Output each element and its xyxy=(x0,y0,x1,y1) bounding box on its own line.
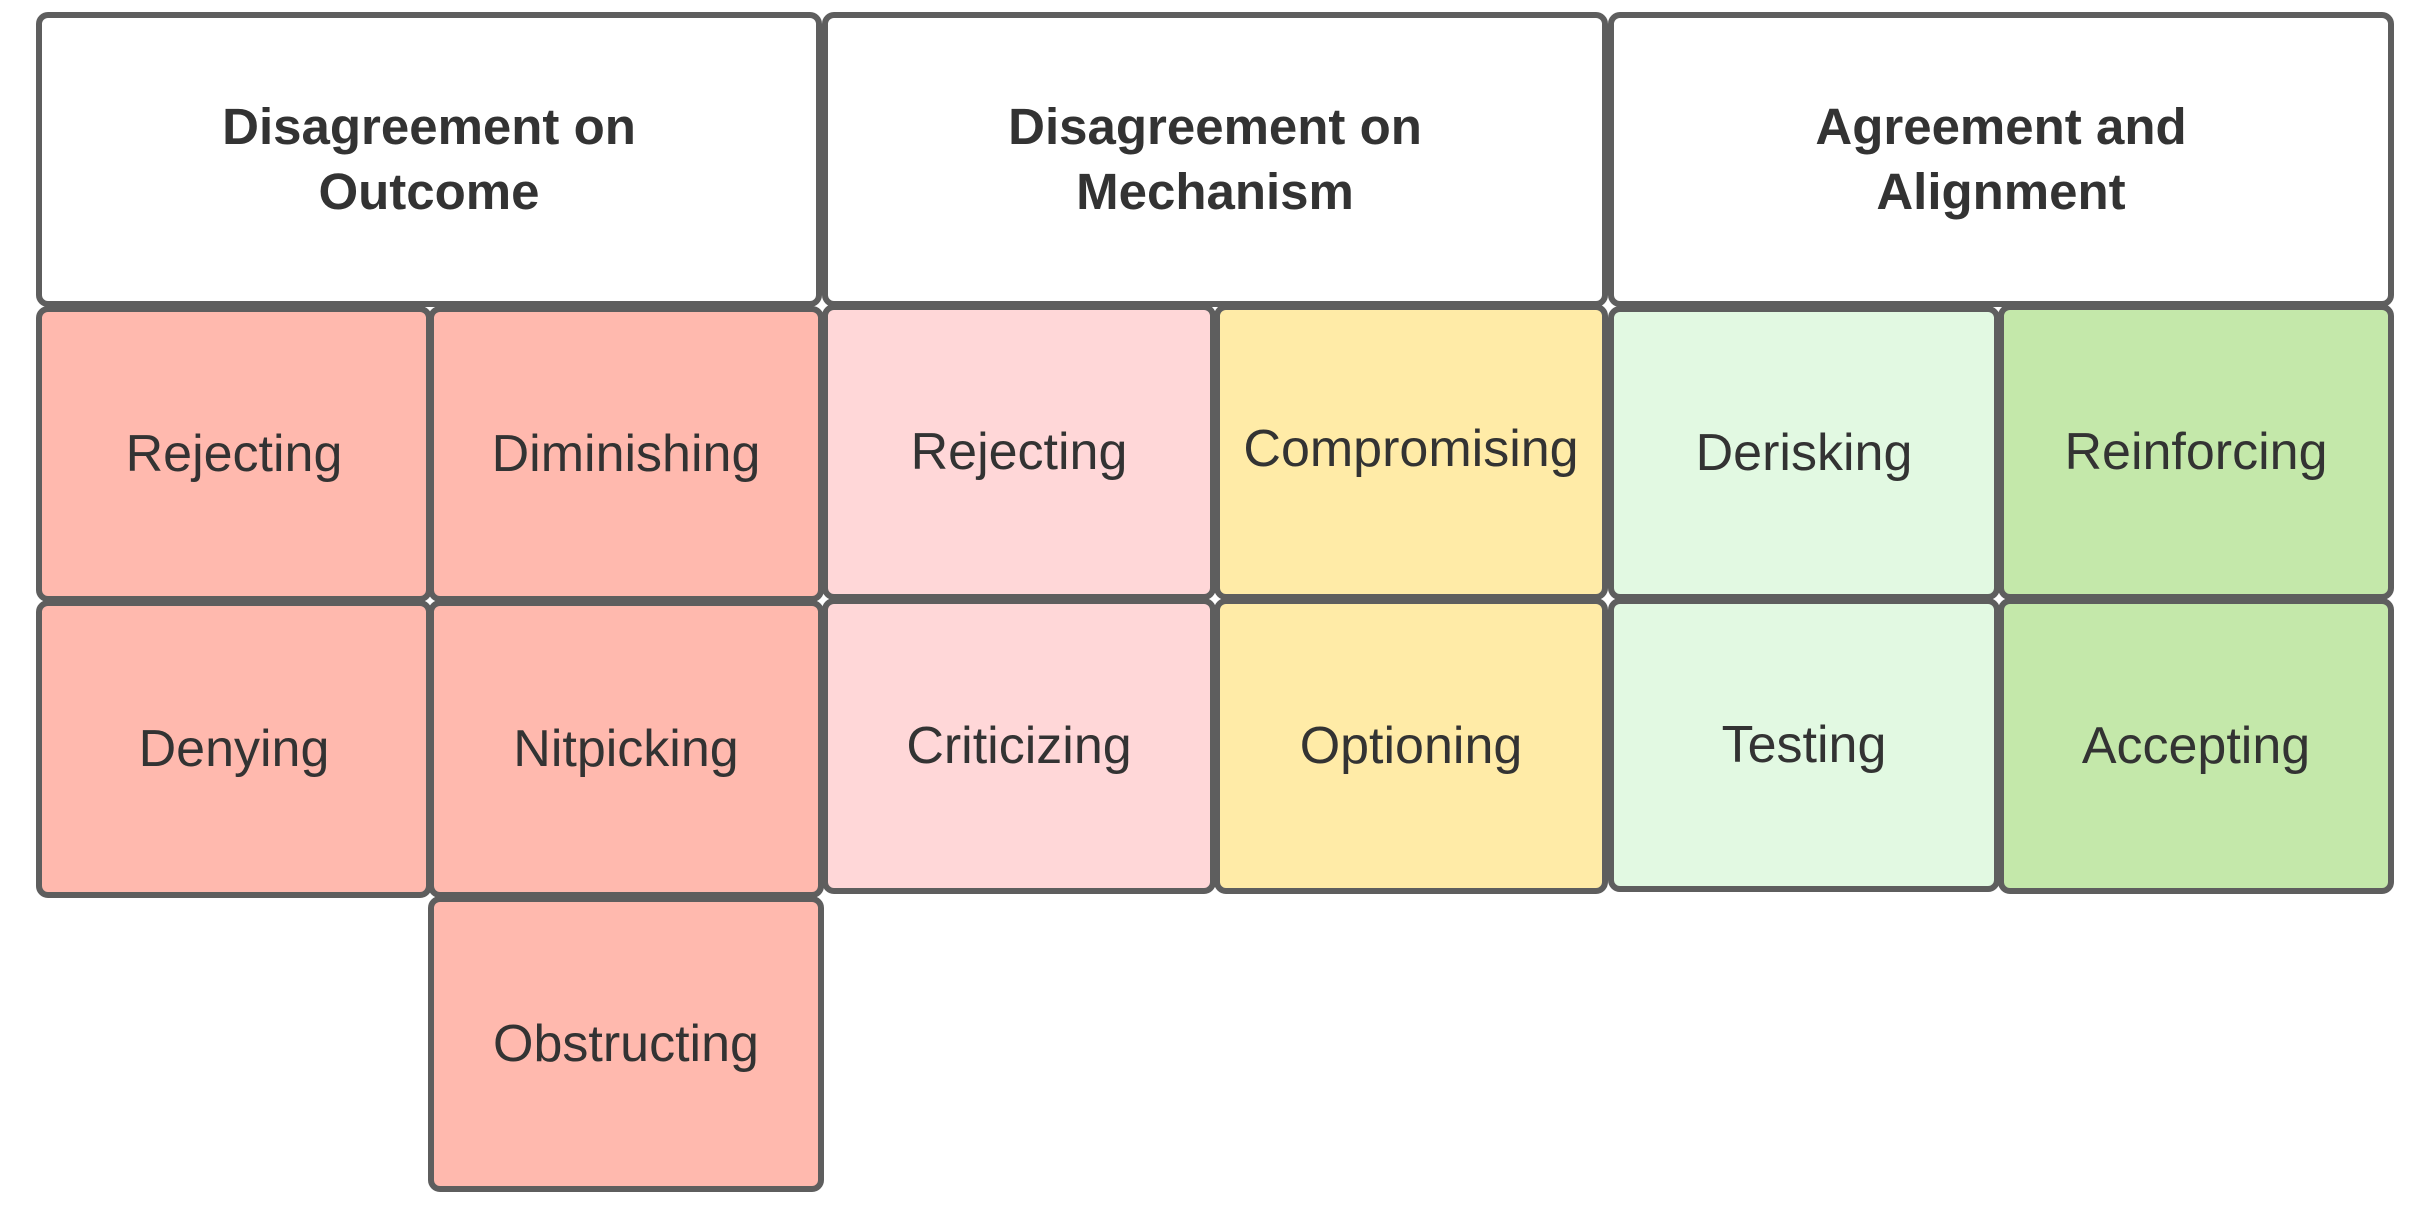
cell-outcome-diminishing: Diminishing xyxy=(428,306,824,602)
cell-mechanism-criticizing: Criticizing xyxy=(822,598,1216,894)
header-disagreement-on-outcome: Disagreement on Outcome xyxy=(36,12,822,307)
cell-outcome-nitpicking: Nitpicking xyxy=(428,600,824,898)
cell-outcome-rejecting: Rejecting xyxy=(36,306,432,602)
header-agreement-and-alignment: Agreement and Alignment xyxy=(1608,12,2394,307)
cell-mechanism-compromising: Compromising xyxy=(1214,304,1608,600)
cell-alignment-testing: Testing xyxy=(1608,598,2000,892)
cell-mechanism-optioning: Optioning xyxy=(1214,598,1608,894)
cell-alignment-reinforcing: Reinforcing xyxy=(1998,304,2394,600)
cell-outcome-obstructing: Obstructing xyxy=(428,896,824,1192)
header-disagreement-on-mechanism: Disagreement on Mechanism xyxy=(822,12,1608,307)
cell-mechanism-rejecting: Rejecting xyxy=(822,304,1216,600)
cell-alignment-derisking: Derisking xyxy=(1608,306,2000,600)
cell-alignment-accepting: Accepting xyxy=(1998,598,2394,894)
cell-outcome-denying: Denying xyxy=(36,600,432,898)
